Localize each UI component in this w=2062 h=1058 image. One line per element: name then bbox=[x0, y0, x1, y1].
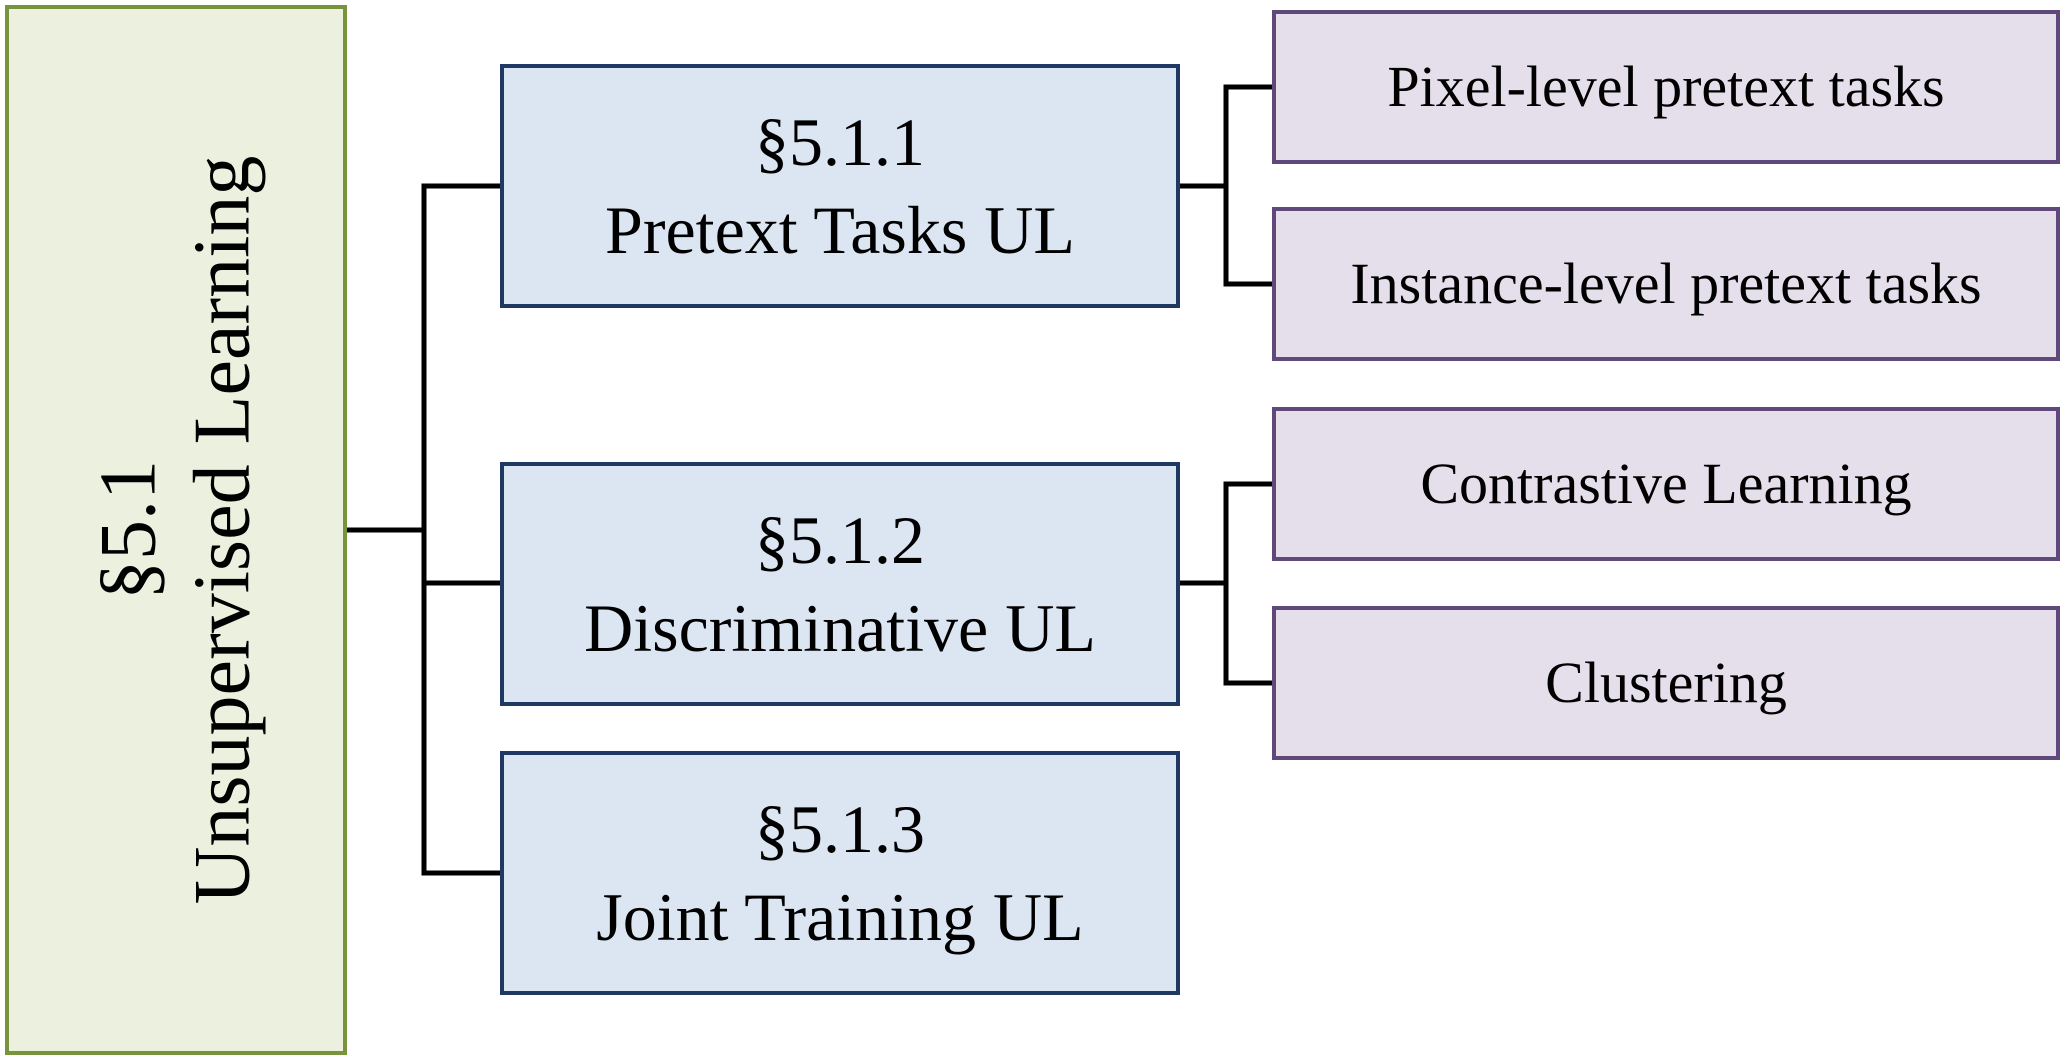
branch-section-number: §5.1.1 bbox=[755, 103, 925, 180]
leaf-label: Instance-level pretext tasks bbox=[1350, 251, 1982, 317]
leaf-node-contrastive-learning: Contrastive Learning bbox=[1272, 407, 2060, 561]
branch-title: Joint Training UL bbox=[596, 879, 1084, 955]
branch-node-discriminative: §5.1.2 Discriminative UL bbox=[500, 462, 1180, 706]
branch-title: Discriminative UL bbox=[584, 590, 1096, 666]
branch-title: Pretext Tasks UL bbox=[605, 192, 1075, 268]
leaf-label: Clustering bbox=[1545, 650, 1787, 716]
root-title: Unsupervised Learning bbox=[179, 155, 267, 905]
leaf-node-instance-level: Instance-level pretext tasks bbox=[1272, 207, 2060, 361]
leaf-node-pixel-level: Pixel-level pretext tasks bbox=[1272, 10, 2060, 164]
branch-section-number: §5.1.2 bbox=[755, 501, 925, 578]
root-node: §5.1 Unsupervised Learning bbox=[5, 5, 347, 1055]
root-section-number: §5.1 bbox=[84, 460, 173, 600]
leaf-node-clustering: Clustering bbox=[1272, 606, 2060, 760]
branch-node-pretext-tasks: §5.1.1 Pretext Tasks UL bbox=[500, 64, 1180, 308]
root-label: §5.1 Unsupervised Learning bbox=[82, 10, 271, 1050]
branch-section-number: §5.1.3 bbox=[755, 790, 925, 867]
branch-node-joint-training: §5.1.3 Joint Training UL bbox=[500, 751, 1180, 995]
leaf-label: Pixel-level pretext tasks bbox=[1387, 54, 1945, 120]
leaf-label: Contrastive Learning bbox=[1420, 451, 1912, 517]
